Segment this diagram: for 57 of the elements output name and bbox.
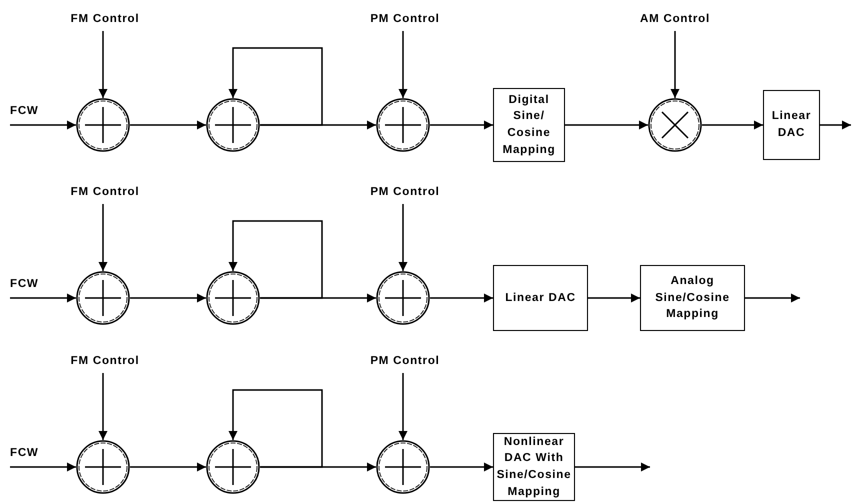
arrow <box>228 389 323 468</box>
arrow <box>98 31 108 98</box>
adder-circle <box>76 271 130 325</box>
box-label: Nonlinear DAC With Sine/Cosine Mapping <box>496 434 572 500</box>
arrow <box>260 294 376 302</box>
process-box <box>763 90 820 160</box>
signal-label: FM Control <box>70 354 140 369</box>
adder-circle <box>376 440 430 494</box>
arrow <box>670 31 680 98</box>
arrow <box>430 462 493 472</box>
process-box <box>640 265 745 331</box>
arrow <box>10 294 76 302</box>
arrow <box>130 462 206 472</box>
arrow <box>10 462 76 472</box>
arrow <box>745 294 800 302</box>
arrow <box>228 47 323 126</box>
arrow <box>398 204 408 271</box>
adder-circle <box>206 98 260 152</box>
signal-label: PM Control <box>370 354 440 369</box>
signal-label: PM Control <box>370 185 440 200</box>
box-label: Digital Sine/ Cosine Mapping <box>502 92 556 158</box>
arrow <box>565 120 648 130</box>
arrow <box>228 220 323 299</box>
box-label: Linear DAC <box>505 290 576 306</box>
arrow <box>130 294 206 302</box>
process-box <box>493 88 565 162</box>
multiplier-circle <box>648 98 702 152</box>
arrow <box>702 120 763 130</box>
adder-circle <box>206 271 260 325</box>
arrow <box>588 294 640 302</box>
adder-circle <box>376 98 430 152</box>
process-box <box>493 265 588 331</box>
arrow <box>130 120 206 130</box>
arrow <box>820 120 851 130</box>
arrow <box>98 373 108 440</box>
adder-circle <box>206 440 260 494</box>
arrow <box>398 31 408 98</box>
box-label: Linear DAC <box>770 109 812 141</box>
signal-label: FCW <box>10 446 39 461</box>
arrow <box>398 373 408 440</box>
signal-label: PM Control <box>370 12 440 27</box>
adder-circle <box>76 98 130 152</box>
arrow <box>430 294 493 302</box>
arrow <box>260 120 376 130</box>
arrow <box>10 120 76 130</box>
adder-circle <box>376 271 430 325</box>
arrow <box>98 204 108 271</box>
signal-label: FM Control <box>70 12 140 27</box>
arrow <box>260 462 376 472</box>
box-label: Analog Sine/Cosine Mapping <box>654 274 731 322</box>
adder-circle <box>76 440 130 494</box>
arrow <box>430 120 493 130</box>
signal-label: FCW <box>10 104 39 119</box>
signal-label: FCW <box>10 277 39 292</box>
arrow <box>575 462 650 472</box>
signal-label: FM Control <box>70 185 140 200</box>
signal-label: AM Control <box>640 12 710 27</box>
